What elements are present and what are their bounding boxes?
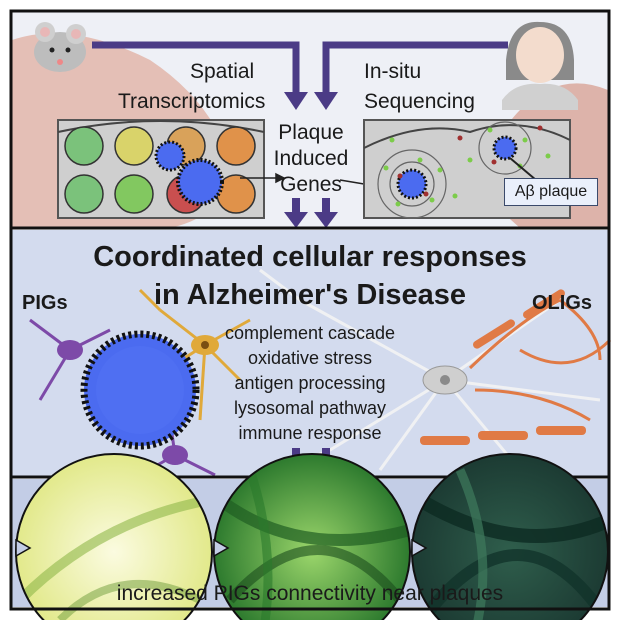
down-arrows-top <box>284 198 338 228</box>
center-label-line1: Plaque <box>278 121 344 144</box>
plaque-large <box>176 158 224 206</box>
pathway-item: oxidative stress <box>247 348 373 368</box>
middle-panel <box>12 230 612 478</box>
insitu-label-line2: Sequencing <box>364 90 475 113</box>
title-line1: Coordinated cellular responses <box>93 241 527 273</box>
myelin-segments <box>420 289 586 445</box>
title-line2: in Alzheimer's Disease <box>153 279 467 311</box>
pigs-label: PIGs <box>22 292 68 314</box>
human-icon <box>502 21 578 110</box>
spatial-label-line1: Spatial <box>190 60 255 83</box>
arrow-head <box>314 92 338 110</box>
arrow-head <box>284 92 308 110</box>
insitu-label-line1: In-situ <box>364 60 422 83</box>
network-circle-high <box>412 454 608 620</box>
network-circle-low <box>16 454 212 620</box>
mouse-icon <box>34 22 86 72</box>
plaque-label: Aβ plaque <box>504 178 598 206</box>
network-circle-mid <box>214 454 410 620</box>
spatial-spot-grid <box>57 119 265 219</box>
spatial-label-line2: Transcriptomics <box>118 90 266 113</box>
center-label-line3: Genes <box>280 173 342 196</box>
pathway-item: immune response <box>238 423 382 443</box>
oligodendrocyte-illustration <box>468 298 612 422</box>
oligs-label: OLIGs <box>532 292 593 314</box>
bottom-panel <box>12 453 609 620</box>
plaque-small <box>154 140 186 172</box>
pathway-item: antigen processing <box>234 373 386 393</box>
pathway-item: lysosomal pathway <box>233 398 387 418</box>
pathway-item: complement cascade <box>224 323 396 343</box>
center-label-line2: Induced <box>273 147 349 170</box>
bottom-caption: increased PIGs connectivity near plaques <box>116 582 504 605</box>
flow-arrows-top <box>92 41 508 92</box>
